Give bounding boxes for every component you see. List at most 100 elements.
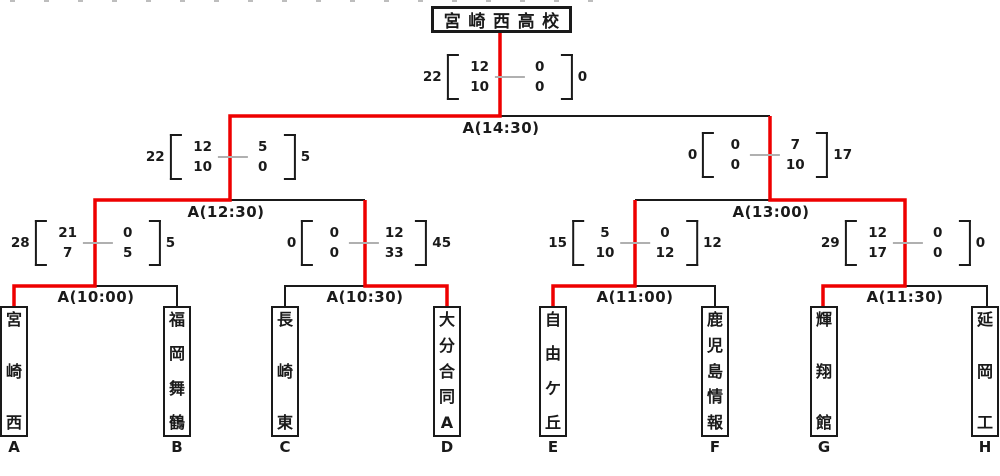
sf1-right-total: 5 bbox=[300, 149, 311, 165]
loser-line-qf3 bbox=[635, 285, 716, 306]
sf2-left-halves: 0 0 bbox=[720, 135, 750, 175]
score-sf2: 0 0 0 7 10 17 bbox=[683, 132, 857, 178]
sf2-right-h2: 10 bbox=[785, 157, 805, 173]
right-bracket-icon bbox=[686, 220, 698, 266]
half-divider bbox=[750, 154, 781, 156]
qf3-right-h1: 0 bbox=[660, 225, 670, 241]
final-halves: 12 10 0 0 bbox=[459, 57, 561, 97]
team-box-b: 福岡舞鶴 bbox=[163, 306, 191, 437]
match-time-sf1: A(12:30) bbox=[187, 203, 265, 221]
qf3-right-h2: 12 bbox=[655, 245, 675, 261]
champion-box: 宮崎西高校 bbox=[431, 6, 572, 33]
qf2-right-total: 45 bbox=[432, 235, 452, 251]
qf4-right-h2: 0 bbox=[932, 245, 943, 261]
qf1-left-h1: 21 bbox=[58, 225, 78, 241]
qf2-left-h1: 0 bbox=[329, 225, 340, 241]
half-divider bbox=[349, 242, 380, 244]
sf2-left-h1: 0 bbox=[730, 137, 741, 153]
final-left-h2: 10 bbox=[470, 79, 490, 95]
qf3-left-halves: 5 10 bbox=[590, 223, 620, 263]
loser-line-qf2 bbox=[284, 285, 365, 306]
right-bracket-icon bbox=[816, 132, 829, 178]
score-final: 22 12 10 0 0 0 bbox=[418, 54, 592, 100]
sf2-left-h2: 0 bbox=[730, 157, 741, 173]
sf1-left-total: 22 bbox=[145, 149, 165, 165]
match-time-qf2: A(10:30) bbox=[326, 288, 404, 306]
team-box-a: 宮崎西 bbox=[0, 306, 28, 437]
qf1-left-halves: 21 7 bbox=[53, 223, 83, 263]
qf1-right-h2: 5 bbox=[122, 245, 133, 261]
match-time-qf4: A(11:30) bbox=[866, 288, 944, 306]
sf1-left-halves: 12 10 bbox=[188, 137, 218, 177]
left-bracket-icon bbox=[572, 220, 584, 266]
qf2-right-h2: 33 bbox=[384, 245, 404, 261]
left-bracket-icon bbox=[301, 220, 314, 266]
match-time-sf2: A(13:00) bbox=[732, 203, 810, 221]
seed-label-b: B bbox=[171, 438, 183, 456]
qf1-halves: 21 7 0 5 bbox=[47, 223, 149, 263]
half-divider bbox=[494, 76, 525, 78]
qf1-left-total: 28 bbox=[10, 235, 30, 251]
seed-label-f: F bbox=[709, 438, 721, 456]
seed-label-a: A bbox=[8, 438, 20, 456]
half-divider bbox=[82, 242, 113, 244]
qf2-left-h2: 0 bbox=[329, 245, 340, 261]
score-qf3: 15 5 10 0 12 12 bbox=[543, 220, 727, 266]
right-bracket-icon bbox=[415, 220, 428, 266]
left-bracket-icon bbox=[844, 220, 857, 266]
winner-path-champion bbox=[12, 32, 502, 307]
qf4-left-total: 29 bbox=[820, 235, 840, 251]
sf1-left-h1: 12 bbox=[193, 139, 213, 155]
seed-label-d: D bbox=[440, 438, 454, 456]
sf2-right-total: 17 bbox=[833, 147, 853, 163]
match-time-qf3: A(11:00) bbox=[596, 288, 674, 306]
qf3-left-h1: 5 bbox=[600, 225, 610, 241]
seed-label-e: E bbox=[547, 438, 559, 456]
half-divider bbox=[217, 156, 248, 158]
team-box-h: 延岡工 bbox=[971, 306, 999, 437]
right-bracket-icon bbox=[283, 134, 296, 180]
team-box-f: 鹿児島情報 bbox=[701, 306, 729, 437]
sf2-right-halves: 7 10 bbox=[780, 135, 810, 175]
qf4-right-total: 0 bbox=[975, 235, 986, 251]
right-bracket-icon bbox=[148, 220, 161, 266]
qf3-right-halves: 0 12 bbox=[650, 223, 680, 263]
qf2-right-h1: 12 bbox=[384, 225, 404, 241]
sf1-right-h2: 0 bbox=[257, 159, 268, 175]
score-qf4: 29 12 17 0 0 0 bbox=[816, 220, 990, 266]
qf3-left-total: 15 bbox=[548, 235, 567, 251]
qf4-left-h2: 17 bbox=[868, 245, 888, 261]
team-box-e: 自由ケ丘 bbox=[539, 306, 567, 437]
qf2-halves: 0 0 12 33 bbox=[313, 223, 415, 263]
sf2-left-total: 0 bbox=[687, 147, 698, 163]
match-time-final: A(14:30) bbox=[462, 119, 540, 137]
qf4-right-h1: 0 bbox=[932, 225, 943, 241]
sf2-halves: 0 0 7 10 bbox=[714, 135, 816, 175]
cropped-text-artifact bbox=[10, 0, 620, 2]
qf4-right-halves: 0 0 bbox=[923, 223, 953, 263]
qf3-left-h2: 10 bbox=[595, 245, 615, 261]
match-time-qf1: A(10:00) bbox=[57, 288, 135, 306]
sf1-right-halves: 5 0 bbox=[248, 137, 278, 177]
loser-line-qf1 bbox=[95, 285, 178, 306]
seed-label-c: C bbox=[279, 438, 291, 456]
team-box-g: 輝翔館 bbox=[810, 306, 838, 437]
sf1-left-h2: 10 bbox=[193, 159, 213, 175]
qf2-right-halves: 12 33 bbox=[379, 223, 409, 263]
right-bracket-icon bbox=[560, 54, 573, 100]
score-qf2: 0 0 0 12 33 45 bbox=[282, 220, 456, 266]
sf1-halves: 12 10 5 0 bbox=[182, 137, 284, 177]
qf1-left-h2: 7 bbox=[62, 245, 73, 261]
qf4-halves: 12 17 0 0 bbox=[857, 223, 959, 263]
qf4-left-halves: 12 17 bbox=[863, 223, 893, 263]
final-left-halves: 12 10 bbox=[465, 57, 495, 97]
right-bracket-icon bbox=[958, 220, 971, 266]
qf1-right-h1: 0 bbox=[122, 225, 133, 241]
score-qf1: 28 21 7 0 5 5 bbox=[6, 220, 180, 266]
qf1-right-halves: 0 5 bbox=[113, 223, 143, 263]
qf1-right-total: 5 bbox=[165, 235, 176, 251]
final-right-halves: 0 0 bbox=[525, 57, 555, 97]
half-divider bbox=[620, 242, 650, 244]
